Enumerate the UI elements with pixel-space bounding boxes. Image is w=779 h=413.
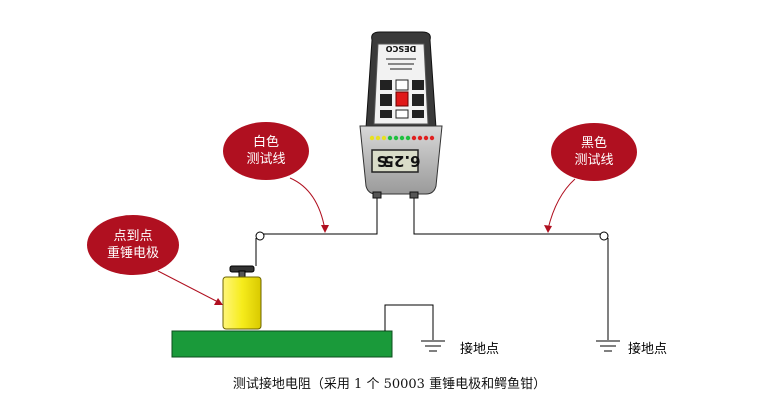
meter-jack-black [409, 191, 419, 199]
led-indicator-strip [369, 135, 435, 141]
wiring [255, 196, 609, 340]
callout-electrode: 点到点 重锤电极 [87, 215, 179, 275]
right-pulley [599, 231, 609, 241]
meter-button-4 [380, 94, 392, 106]
meter-lcd [371, 149, 419, 173]
resistance-meter: DESCO S 6 [359, 31, 443, 199]
meter-button-7 [395, 109, 409, 119]
callout-electrode-line2: 重锤电极 [107, 245, 159, 261]
meter-range-indicator: S [377, 152, 388, 170]
ground-symbol-left [421, 340, 445, 352]
meter-jack-white [372, 191, 382, 199]
meter-button-8 [412, 110, 424, 118]
callout-white-lead-line2: 测试线 [246, 152, 285, 167]
meter-button-3 [412, 80, 424, 90]
callout-electrode-arrow [157, 270, 221, 304]
ground-label-left: 接地点 [460, 341, 499, 357]
ground-symbol-right [596, 340, 620, 352]
callout-white-lead: 白色 测试线 [223, 122, 309, 180]
callout-black-lead-line1: 黑色 [581, 135, 607, 151]
figure-caption: 测试接地电阻（采用 1 个 50003 重锤电极和鳄鱼钳） [232, 377, 547, 392]
left-pulley [255, 231, 265, 241]
meter-reading: 6.25 [383, 152, 420, 170]
ground-label-right: 接地点 [628, 341, 667, 357]
weight-electrode [222, 265, 262, 330]
meter-button-2 [395, 79, 409, 91]
meter-button-6 [380, 110, 392, 118]
callout-white-lead-arrow [289, 177, 326, 231]
callout-white-lead-line1: 白色 [253, 134, 279, 150]
meter-brand: DESCO [386, 44, 417, 53]
callout-black-lead-line2: 测试线 [574, 153, 613, 168]
meter-button-1 [380, 80, 392, 90]
meter-button-5 [412, 94, 424, 106]
esd-mat [171, 330, 393, 358]
meter-test-button [395, 91, 409, 107]
callout-black-lead-arrow [547, 178, 576, 230]
callout-electrode-line1: 点到点 [113, 229, 152, 244]
callout-black-lead: 黑色 测试线 [551, 123, 637, 181]
